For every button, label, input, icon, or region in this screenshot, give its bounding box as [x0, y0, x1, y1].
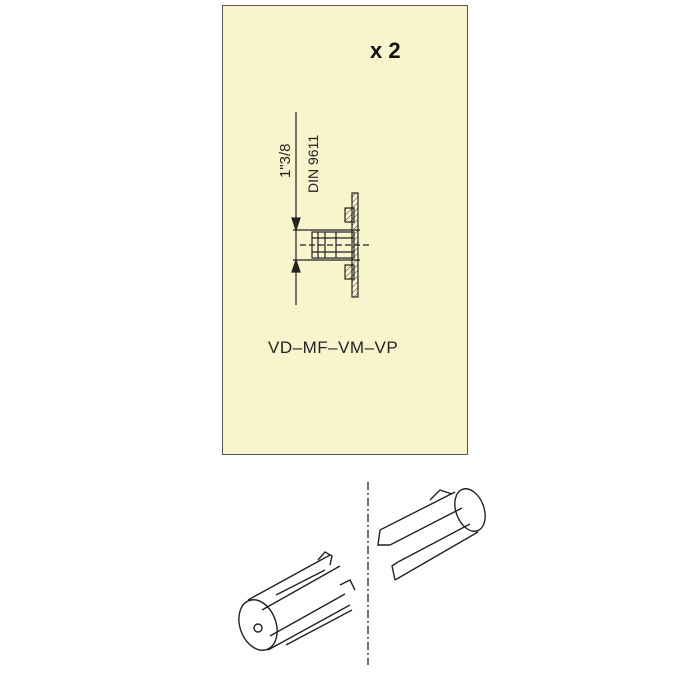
left-shaft-illustration: [238, 551, 356, 651]
model-codes-label: VD–MF–VM–VP: [268, 338, 399, 357]
shaft-section-drawing: [300, 192, 372, 298]
dimension-arrows: [291, 112, 360, 305]
dimension-label: 1"3/8: [277, 143, 294, 178]
standard-label: DIN 9611: [305, 135, 321, 193]
quantity-label: x 2: [370, 38, 401, 63]
right-shaft-illustration: [377, 488, 486, 581]
